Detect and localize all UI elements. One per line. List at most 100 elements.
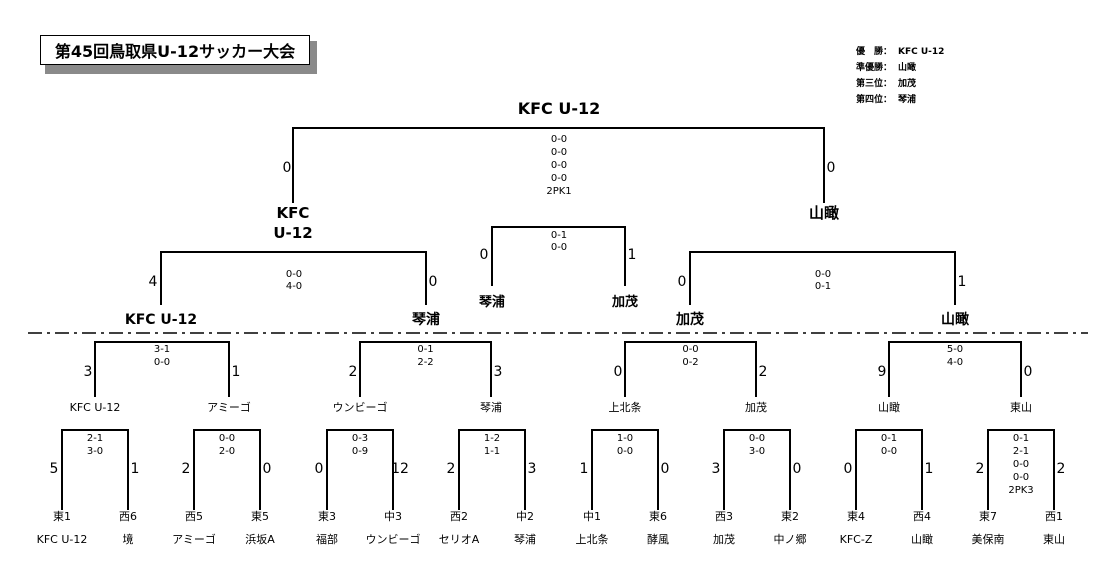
- third-right-team: 加茂: [611, 294, 638, 310]
- first-round-left-team: KFC-Z: [840, 533, 873, 546]
- quarterfinal-left-score: 0: [614, 364, 623, 380]
- first-round-left-score: 5: [50, 461, 59, 477]
- quarterfinal-left-team: 山瞰: [878, 400, 900, 414]
- match-score-detail: 0-3: [352, 433, 368, 444]
- semifinal-left-score: 4: [149, 274, 158, 290]
- first-round-left-seed: 西3: [715, 510, 733, 523]
- quarterfinal-right-score: 1: [232, 364, 241, 380]
- first-round-left-team: 美保南: [972, 532, 1005, 546]
- first-round-left-seed: 西2: [450, 510, 468, 523]
- match-score-detail: 0-1: [417, 344, 433, 355]
- match-score-detail: 0-0: [551, 242, 567, 253]
- first-round-left-team: 上北条: [576, 532, 609, 546]
- third-left-score: 0: [480, 247, 489, 263]
- semifinal-right-team: 山瞰: [941, 311, 970, 328]
- first-round-right-score: 0: [263, 461, 272, 477]
- third-right-score: 1: [628, 247, 637, 263]
- match-score-detail: 0-0: [551, 147, 567, 158]
- quarterfinal-left-score: 9: [878, 364, 887, 380]
- results-legend: 優 勝： KFC U-12 準優勝： 山瞰 第三位： 加茂 第四位： 琴浦: [856, 44, 944, 108]
- match-score-detail: 4-0: [947, 357, 963, 368]
- final-left-score: 0: [283, 160, 292, 176]
- quarterfinal-right-score: 2: [759, 364, 768, 380]
- first-round-right-score: 2: [1057, 461, 1066, 477]
- match-score-detail: 1-1: [484, 446, 500, 457]
- match-score-detail: 0-0: [1013, 459, 1029, 470]
- first-round-right-seed: 中3: [384, 510, 402, 523]
- match-score-detail: 3-0: [749, 446, 765, 457]
- semifinal-left-score: 0: [678, 274, 687, 290]
- final-left-team-line1: KFC: [277, 204, 310, 222]
- first-round-right-team: 境: [123, 532, 134, 546]
- semifinal-right-score: 1: [958, 274, 967, 290]
- first-round-right-team: ウンビーゴ: [366, 532, 421, 546]
- first-round-right-team: 酵風: [647, 533, 669, 546]
- first-round-left-score: 3: [712, 461, 721, 477]
- match-score-detail: 2-1: [1013, 446, 1029, 457]
- first-round-left-seed: 東3: [318, 510, 336, 523]
- champion-name: KFC U-12: [518, 99, 601, 118]
- match-score-detail: 0-2: [682, 357, 698, 368]
- page-title: 第45回鳥取県U-12サッカー大会: [40, 35, 310, 65]
- final-left-team-line2: U-12: [273, 224, 312, 242]
- match-score-detail: 1-2: [484, 433, 500, 444]
- final-right-team: 山瞰: [809, 204, 840, 222]
- first-round-left-score: 0: [844, 461, 853, 477]
- legend-row-winner: 優 勝： KFC U-12: [856, 44, 944, 60]
- quarterfinal-left-team: KFC U-12: [70, 401, 121, 414]
- match-score-detail: 0-0: [551, 134, 567, 145]
- semifinal-right-team: 琴浦: [412, 311, 440, 328]
- match-score-detail: 1-0: [617, 433, 633, 444]
- quarterfinal-right-score: 0: [1024, 364, 1033, 380]
- first-round-right-team: 中ノ郷: [774, 532, 807, 546]
- final-right-score: 0: [827, 160, 836, 176]
- first-round-right-score: 0: [793, 461, 802, 477]
- first-round-left-team: 加茂: [713, 532, 735, 546]
- match-score-detail: 0-1: [1013, 433, 1029, 444]
- first-round-right-seed: 中2: [516, 510, 534, 523]
- match-score-detail: 0-9: [352, 446, 368, 457]
- third-left-team: 琴浦: [479, 294, 505, 310]
- quarterfinal-right-team: 東山: [1010, 401, 1032, 414]
- first-round-right-score: 12: [391, 461, 409, 477]
- first-round-left-score: 2: [182, 461, 191, 477]
- legend-value: 加茂: [898, 79, 917, 89]
- quarterfinal-right-score: 3: [494, 364, 503, 380]
- match-score-detail: 0-0: [749, 433, 765, 444]
- match-score-detail: 0-0: [881, 446, 897, 457]
- first-round-right-team: 山瞰: [911, 532, 933, 546]
- first-round-left-seed: 東7: [979, 510, 997, 523]
- first-round-right-score: 1: [131, 461, 140, 477]
- quarterfinal-right-team: 加茂: [745, 400, 767, 414]
- legend-value: 山瞰: [898, 63, 917, 73]
- first-round-right-seed: 東6: [649, 510, 667, 523]
- first-round-right-seed: 西6: [119, 510, 137, 523]
- first-round-left-team: アミーゴ: [172, 532, 216, 546]
- legend-label: 第三位：: [856, 79, 893, 89]
- first-round-left-score: 2: [976, 461, 985, 477]
- first-round-left-seed: 東1: [53, 510, 71, 523]
- first-round-right-seed: 東2: [781, 510, 799, 523]
- match-score-detail: 2-2: [417, 357, 433, 368]
- match-score-detail: 0-0: [219, 433, 235, 444]
- first-round-left-team: KFC U-12: [37, 533, 88, 546]
- first-round-right-team: 浜坂A: [245, 533, 275, 546]
- semifinal-right-score: 0: [429, 274, 438, 290]
- match-score-detail: 3-0: [87, 446, 103, 457]
- legend-row-runner-up: 準優勝： 山瞰: [856, 60, 944, 76]
- match-score-detail: 0-0: [154, 357, 170, 368]
- first-round-left-score: 0: [315, 461, 324, 477]
- legend-row-third: 第三位： 加茂: [856, 76, 944, 92]
- legend-row-fourth: 第四位： 琴浦: [856, 92, 944, 108]
- first-round-left-seed: 中1: [583, 510, 601, 523]
- quarterfinal-left-score: 2: [349, 364, 358, 380]
- first-round-left-score: 1: [580, 461, 589, 477]
- quarterfinal-right-team: 琴浦: [480, 401, 502, 414]
- first-round-right-score: 1: [925, 461, 934, 477]
- legend-label: 第四位：: [856, 95, 893, 105]
- first-round-right-score: 0: [661, 461, 670, 477]
- legend-value: 琴浦: [898, 95, 917, 105]
- first-round-right-seed: 西1: [1045, 510, 1063, 523]
- semifinal-left-team: 加茂: [675, 311, 704, 328]
